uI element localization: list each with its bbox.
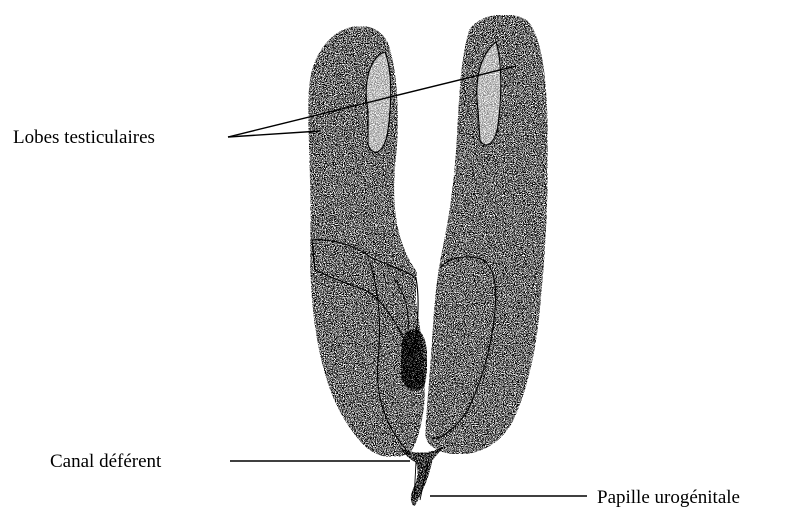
left-testicular-lobe	[309, 27, 424, 457]
label-canal-deferent: Canal déférent	[50, 452, 161, 471]
right-testicular-lobe	[426, 15, 547, 454]
central-oval	[401, 330, 427, 390]
urogenital-papilla	[400, 447, 443, 506]
label-lobes-testiculaires: Lobes testiculaires	[13, 128, 155, 147]
label-papille-urogenitale: Papille urogénitale	[597, 488, 740, 507]
